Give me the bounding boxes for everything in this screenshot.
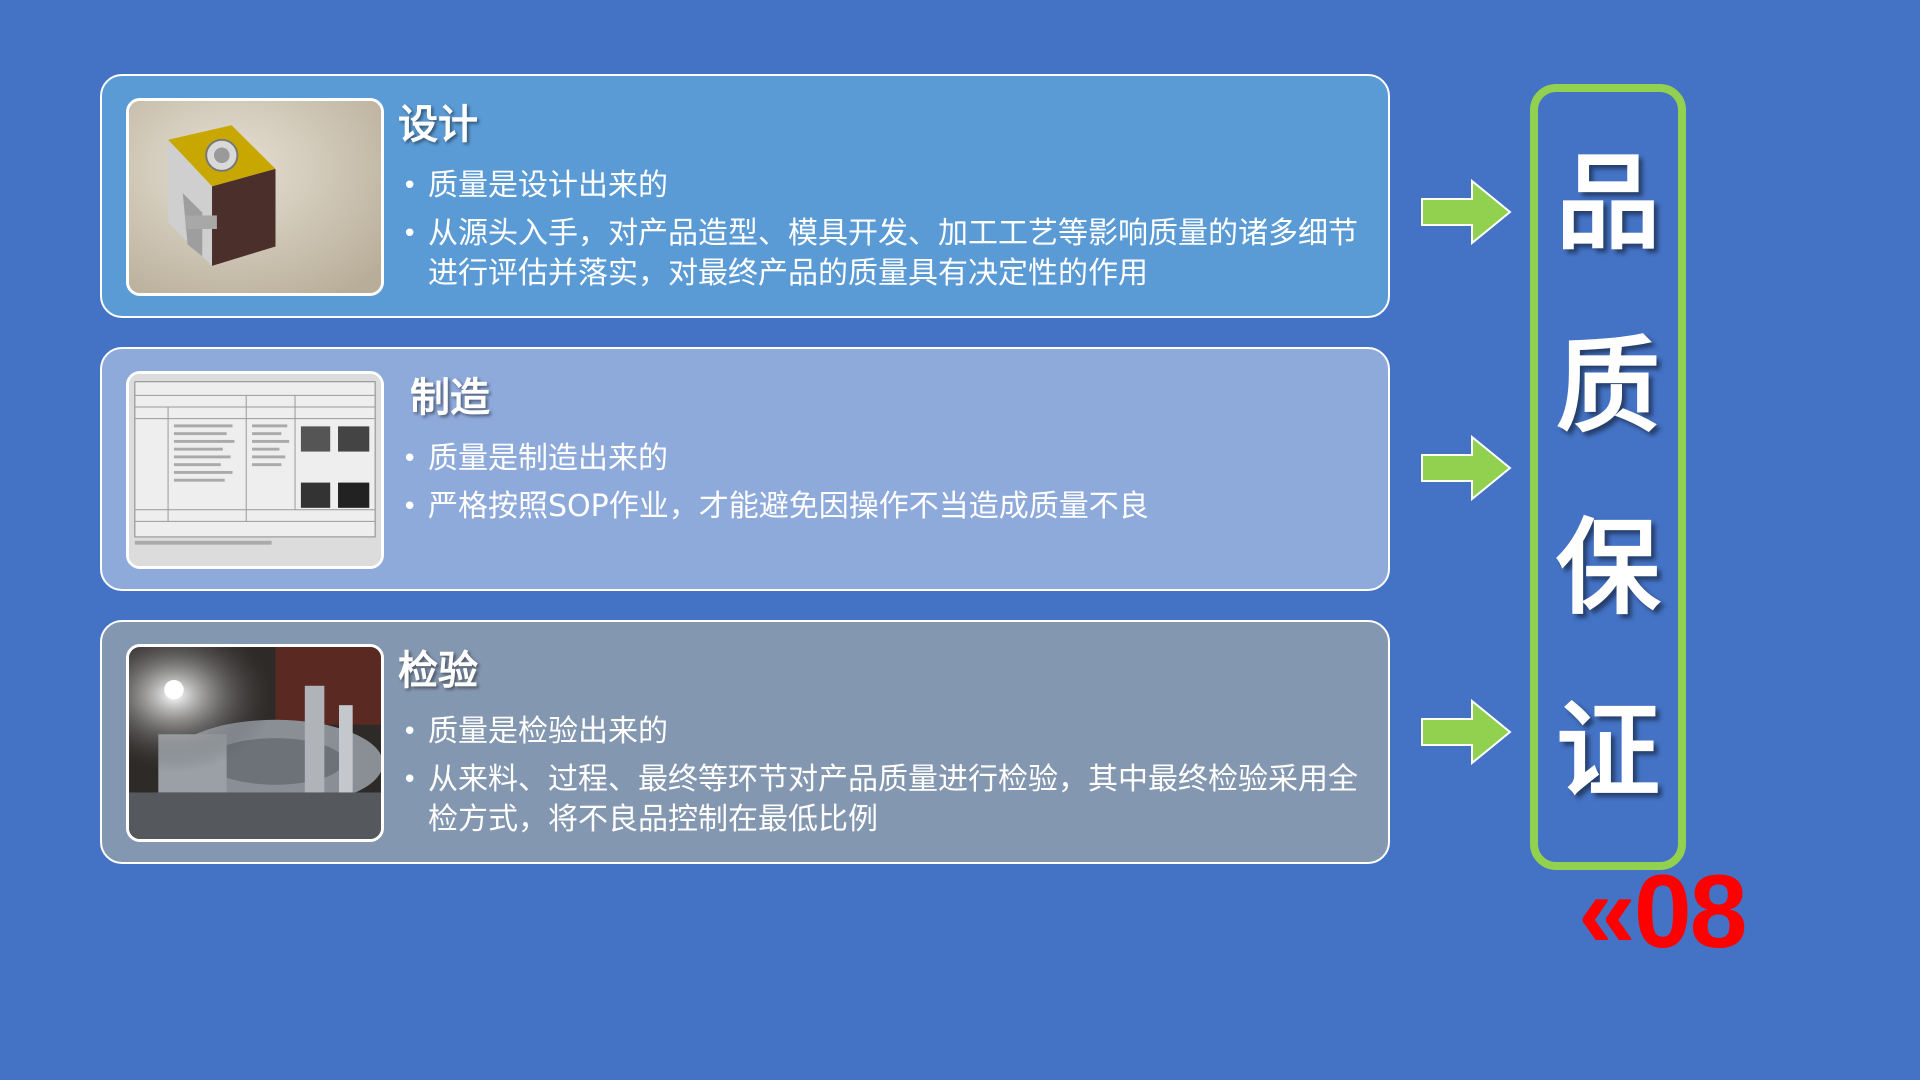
inspection-machine-image [126,644,384,842]
bullet-icon: • [402,444,418,474]
badge-char: 证 [1555,689,1660,812]
right-arrow-icon [1421,699,1512,765]
bullet-icon: • [402,717,418,747]
card-title: 设计 [398,102,478,148]
quality-assurance-badge: 品 质 保 证 [1530,84,1686,870]
page-number: «08 [1578,854,1748,970]
card-manufacturing: 制造 •质量是制造出来的 •严格按照SOP作业，才能避免因操作不当造成质量不良 [100,347,1390,591]
design-cad-image [126,98,384,296]
bullet-item: •严格按照SOP作业，才能避免因操作不当造成质量不良 [398,487,1374,527]
bullet-list: •质量是检验出来的 •从来料、过程、最终等环节对产品质量进行检验，其中最终检验采… [398,712,1374,848]
card-inspection: 检验 •质量是检验出来的 •从来料、过程、最终等环节对产品质量进行检验，其中最终… [100,620,1390,864]
card-title: 检验 [398,648,478,694]
bullet-item: •质量是制造出来的 [398,439,1374,479]
badge-char: 保 [1555,507,1660,630]
right-arrow-icon [1421,435,1512,501]
bullet-item: •质量是设计出来的 [398,166,1374,206]
badge-char: 品 [1555,142,1660,265]
card-design: 设计 •质量是设计出来的 •从源头入手，对产品造型、模具开发、加工工艺等影响质量… [100,74,1390,318]
bullet-list: •质量是制造出来的 •严格按照SOP作业，才能避免因操作不当造成质量不良 [398,439,1374,535]
sop-document-image [126,371,384,569]
bullet-icon: • [402,171,418,201]
bullet-icon: • [402,492,418,522]
bullet-icon: • [402,765,418,795]
badge-char: 质 [1555,324,1660,447]
bullet-item: •质量是检验出来的 [398,712,1374,752]
card-title: 制造 [410,375,490,421]
bullet-icon: • [402,219,418,249]
bullet-list: •质量是设计出来的 •从源头入手，对产品造型、模具开发、加工工艺等影响质量的诸多… [398,166,1374,302]
bullet-item: •从源头入手，对产品造型、模具开发、加工工艺等影响质量的诸多细节进行评估并落实，… [402,216,1358,291]
right-arrow-icon [1421,179,1512,245]
bullet-item: •从来料、过程、最终等环节对产品质量进行检验，其中最终检验采用全检方式，将不良品… [402,762,1358,837]
